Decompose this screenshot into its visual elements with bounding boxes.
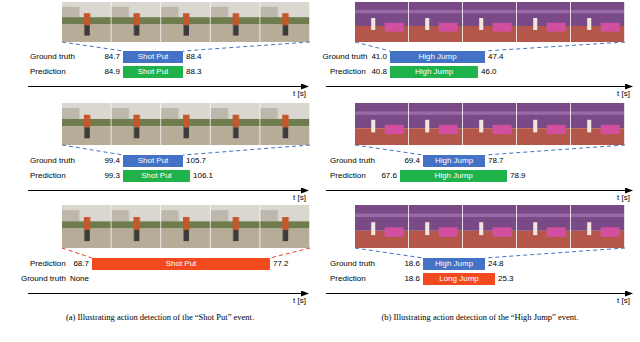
time-value: 99.3 — [104, 170, 120, 182]
row-label: Prediction — [30, 170, 66, 182]
segment-bar: Shot Put — [123, 170, 190, 182]
zoom-dashed-line — [62, 248, 310, 258]
row-label: Prediction — [330, 273, 366, 285]
zoom-dashed-line — [62, 42, 310, 51]
time-value: 41.0 — [371, 51, 387, 63]
axis-label: t [s] — [293, 192, 306, 204]
frame-strip — [355, 103, 625, 145]
segment-bar: High Jump — [400, 170, 507, 182]
time-axis — [28, 190, 308, 191]
frame-strip — [355, 205, 625, 248]
time-value: 88.4 — [186, 51, 202, 63]
row-label: Ground truth — [330, 258, 375, 270]
segment-label: High Jump — [390, 51, 485, 63]
axis-label: t [s] — [293, 88, 306, 100]
time-value: 18.6 — [404, 258, 420, 270]
time-value: 69.4 — [404, 155, 420, 167]
segment-label: Shot Put — [123, 51, 183, 63]
row-label: Prediction — [330, 66, 366, 78]
time-axis — [28, 86, 308, 87]
time-value: 88.3 — [186, 66, 202, 78]
time-value: 84.7 — [104, 51, 120, 63]
segment-bar: High Jump — [390, 51, 485, 63]
axis-label: t [s] — [617, 295, 630, 307]
time-value: None — [70, 273, 89, 285]
row-label: Ground truth — [323, 51, 368, 63]
time-value: 106.1 — [193, 170, 213, 182]
segment-bar: High Jump — [423, 258, 485, 270]
segment-label: Shot Put — [123, 155, 183, 167]
time-value: 105.7 — [186, 155, 206, 167]
row-label: Ground truth — [330, 155, 375, 167]
segment-label: High Jump — [390, 66, 478, 78]
segment-bar: Long Jump — [423, 273, 495, 285]
row-label: Ground truth — [30, 155, 75, 167]
time-axis — [326, 86, 632, 87]
frame-strip — [62, 205, 310, 248]
zoom-dashed-line — [62, 145, 310, 155]
row-label: Prediction — [30, 258, 66, 270]
time-value: 77.2 — [273, 258, 289, 270]
axis-label: t [s] — [617, 192, 630, 204]
segment-bar: Shot Put — [92, 258, 270, 270]
segment-label: Shot Put — [92, 258, 270, 270]
time-axis — [28, 293, 308, 294]
time-value: 84.9 — [104, 66, 120, 78]
segment-bar: High Jump — [390, 66, 478, 78]
time-value: 78.7 — [488, 155, 504, 167]
zoom-dashed-line — [355, 42, 625, 51]
segment-label: High Jump — [423, 258, 485, 270]
row-label: Ground truth — [21, 273, 66, 285]
axis-label: t [s] — [617, 88, 630, 100]
time-axis — [326, 293, 632, 294]
subfigure-caption: (a) Illustrating action detection of the… — [0, 312, 320, 323]
segment-label: High Jump — [423, 155, 485, 167]
frame-strip — [62, 2, 310, 42]
time-value: 40.8 — [371, 66, 387, 78]
segment-bar: Shot Put — [123, 66, 183, 78]
segment-bar: High Jump — [423, 155, 485, 167]
time-value: 99.4 — [104, 155, 120, 167]
segment-label: Long Jump — [423, 273, 495, 285]
time-value: 24.8 — [488, 258, 504, 270]
segment-bar: Shot Put — [123, 155, 183, 167]
axis-label: t [s] — [293, 295, 306, 307]
segment-bar: Shot Put — [123, 51, 183, 63]
frame-strip — [355, 2, 625, 42]
zoom-dashed-line — [355, 248, 625, 258]
row-label: Prediction — [330, 170, 366, 182]
time-axis — [326, 190, 632, 191]
time-value: 47.4 — [488, 51, 504, 63]
segment-label: Shot Put — [123, 170, 190, 182]
time-value: 46.0 — [481, 66, 497, 78]
time-value: 25.3 — [498, 273, 514, 285]
row-label: Ground truth — [30, 51, 75, 63]
time-value: 68.7 — [73, 258, 89, 270]
zoom-dashed-line — [355, 145, 625, 155]
time-value: 78.9 — [510, 170, 526, 182]
row-label: Prediction — [30, 66, 66, 78]
subfigure-caption: (b) Illustrating action detection of the… — [320, 312, 640, 323]
segment-label: Shot Put — [123, 66, 183, 78]
time-value: 67.6 — [381, 170, 397, 182]
frame-strip — [62, 103, 310, 145]
segment-label: High Jump — [400, 170, 507, 182]
time-value: 18.6 — [404, 273, 420, 285]
